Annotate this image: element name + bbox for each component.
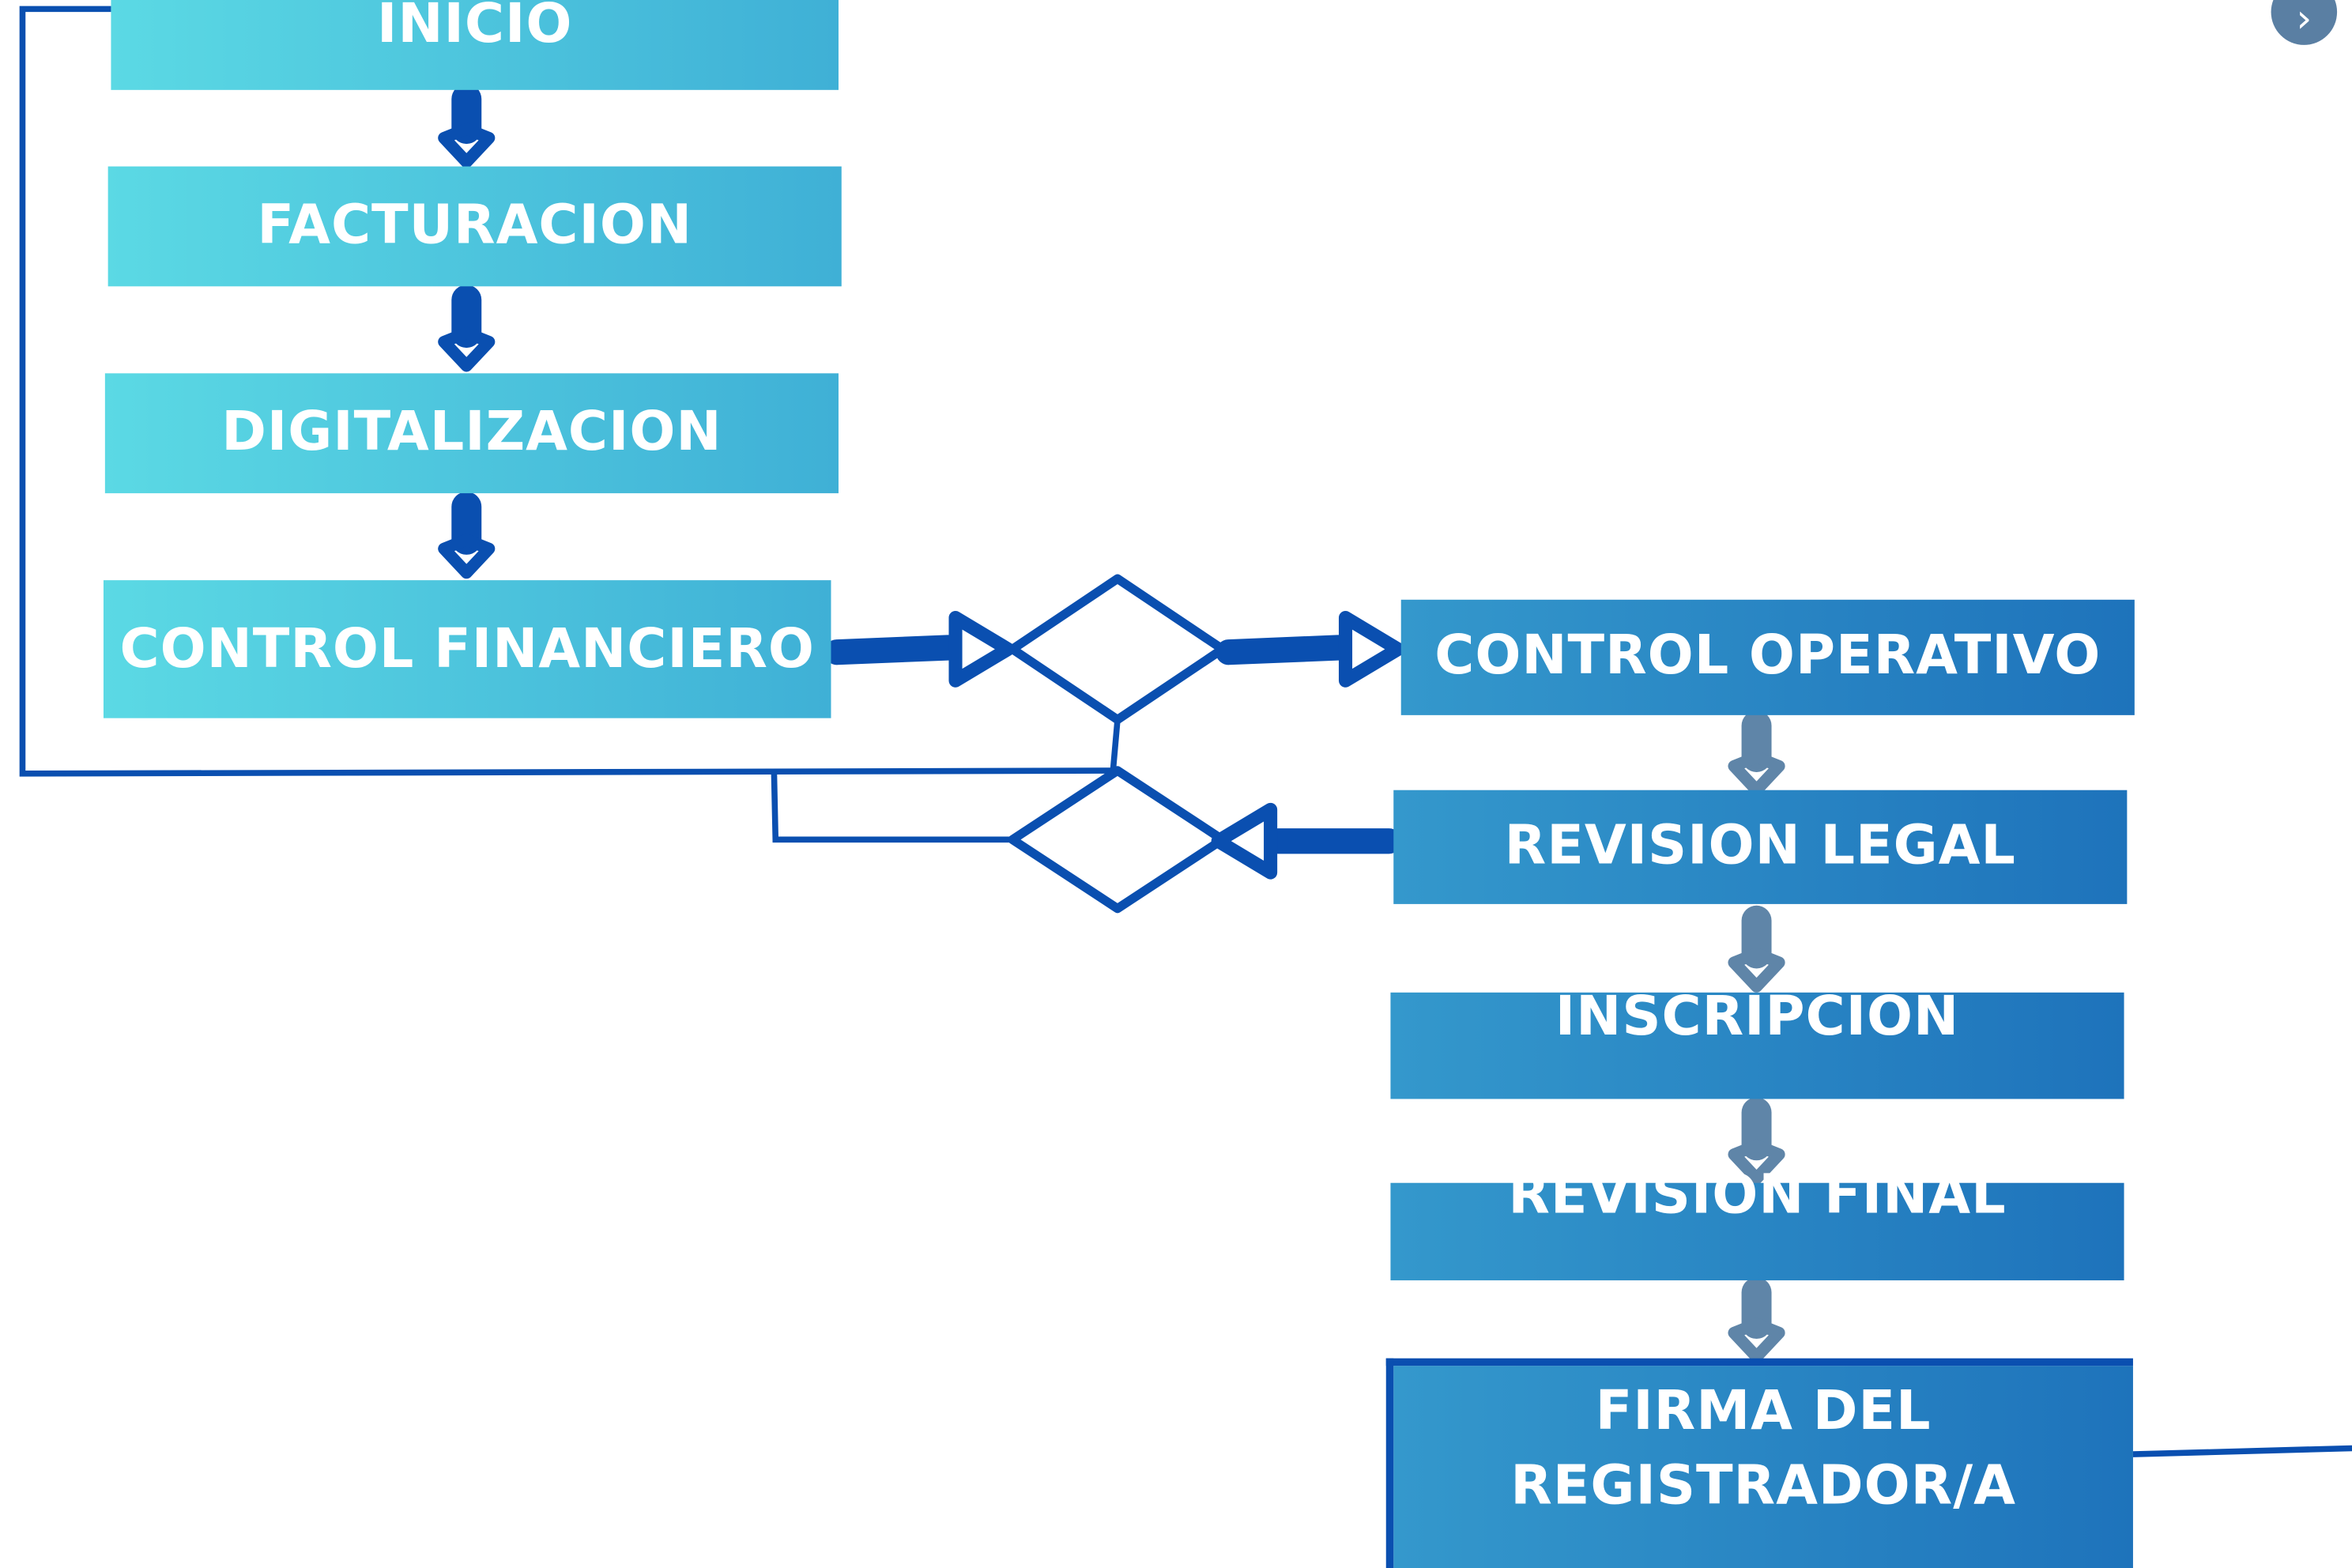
arrow-legal-to-decision bbox=[1211, 802, 1402, 880]
down-arrow-facturacion-digitalizacion bbox=[438, 285, 496, 372]
node-facturacion-label: FACTURACION bbox=[257, 194, 693, 257]
down-arrow-digitalizacion-financiero bbox=[438, 492, 496, 579]
node-digitalizacion-label: DIGITALIZACION bbox=[221, 401, 722, 463]
node-control-financiero-label: CONTROL FINANCIERO bbox=[119, 619, 815, 681]
down-arrow-legal-inscripcion bbox=[1728, 905, 1785, 993]
node-inicio: INICIO bbox=[111, 0, 839, 90]
node-firma-label-line2: REGISTRADOR/A bbox=[1510, 1456, 2016, 1518]
arrow-decision-to-operativo bbox=[1216, 611, 1405, 688]
node-revision-final: REVISION FINAL bbox=[1390, 1165, 2124, 1281]
node-control-operativo: CONTROL OPERATIVO bbox=[1400, 599, 2135, 715]
node-revision-final-label: REVISION FINAL bbox=[1508, 1164, 2007, 1227]
node-control-financiero: CONTROL FINANCIERO bbox=[103, 580, 831, 718]
down-arrow-inicio-facturacion bbox=[438, 84, 496, 168]
node-revision-legal-label: REVISION LEGAL bbox=[1504, 815, 2016, 877]
node-facturacion: FACTURACION bbox=[107, 166, 842, 287]
node-control-operativo-label: CONTROL OPERATIVO bbox=[1434, 625, 2101, 688]
decision-link-line bbox=[1110, 719, 1121, 771]
decision-diamond-lower bbox=[1008, 766, 1227, 914]
arrow-financiero-to-decision bbox=[824, 611, 1015, 688]
node-digitalizacion: DIGITALIZACION bbox=[104, 373, 839, 494]
decision-diamond-upper bbox=[1008, 574, 1227, 725]
node-firma-registrador: FIRMA DEL REGISTRADOR/A bbox=[1385, 1358, 2133, 1568]
node-revision-legal: REVISION LEGAL bbox=[1393, 790, 2128, 904]
down-arrow-operativo-legal bbox=[1728, 710, 1785, 797]
node-inscripcion: INSCRIPCION bbox=[1390, 986, 2124, 1099]
node-inicio-label: INICIO bbox=[377, 0, 573, 55]
node-inscripcion-label: INSCRIPCION bbox=[1555, 986, 1960, 1049]
decision-branch-line bbox=[771, 770, 1013, 843]
down-arrow-final-firma bbox=[1728, 1277, 1785, 1363]
down-arrow-inscripcion-final bbox=[1728, 1097, 1785, 1185]
firma-output-line bbox=[2132, 1445, 2352, 1457]
chevron-right-icon: › bbox=[2296, 0, 2312, 43]
feedback-loop-line bbox=[19, 6, 1114, 777]
node-firma-label-line1: FIRMA DEL bbox=[1595, 1381, 1932, 1442]
